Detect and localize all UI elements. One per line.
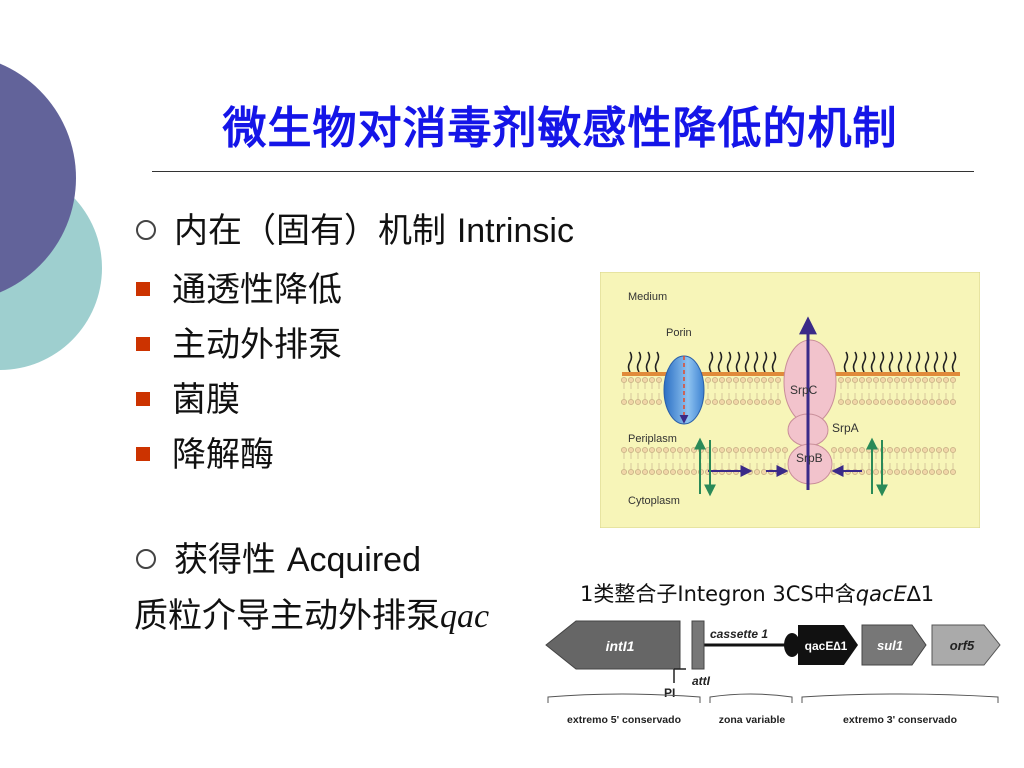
region-left-label: extremo 5' conservado (567, 714, 681, 726)
cassette-label: cassette 1 (710, 627, 768, 641)
intl1-gene-label: intI1 (606, 638, 635, 654)
square-bullet-icon (136, 336, 150, 351)
srpa-label: SrpA (832, 421, 859, 435)
region-right-label: extremo 3' conservado (843, 714, 957, 726)
plasmid-text: 质粒介导主动外排泵 (134, 596, 440, 636)
periplasm-label: Periplasm (628, 433, 677, 445)
integron-structure-figure: intI1 attI PI cassette 1 qacE∆1 sul1 orf… (545, 620, 1001, 726)
title-divider (152, 171, 974, 172)
square-bullet-icon (136, 391, 150, 406)
sub-item-label: 降解酶 (172, 435, 274, 475)
qac-gene: qac (440, 598, 490, 635)
square-bullet-icon (136, 446, 150, 461)
srpb-label: SrpB (796, 451, 823, 465)
intrinsic-cn: 内在（固有）机制 (174, 211, 457, 251)
acquired-item: 获得性 Acquired (136, 532, 421, 581)
intrinsic-en: Intrinsic (456, 212, 574, 250)
region-middle-label: zona variable (719, 714, 786, 726)
plasmid-item: 质粒介导主动外排泵qac (134, 588, 489, 637)
membrane-efflux-figure: Medium Porin Periplasm Cytoplasm SrpC Sr… (600, 272, 980, 528)
sub-item-degrading-enzyme: 降解酶 (136, 427, 274, 476)
sub-item-biofilm: 菌膜 (136, 372, 240, 421)
integron-caption-gene: qacE (855, 582, 907, 606)
sub-item-permeability: 通透性降低 (136, 262, 342, 311)
integron-caption-delta: ∆1 (906, 582, 935, 606)
pi-label: PI (664, 686, 675, 700)
acquired-cn: 获得性 (174, 540, 287, 580)
qace-gene-label: qacE∆1 (805, 639, 848, 653)
acquired-en: Acquired (286, 541, 422, 579)
integron-caption-b: Integron 3CS中含 (677, 582, 856, 606)
srpc-label: SrpC (790, 383, 818, 397)
sub-item-efflux-pump: 主动外排泵 (136, 317, 342, 366)
integron-caption-a: 1类整合子 (580, 582, 678, 606)
intrinsic-item: 内在（固有）机制 Intrinsic (136, 203, 574, 252)
orf5-gene-label: orf5 (950, 638, 975, 653)
page-title: 微生物对消毒剂敏感性降低的机制 (222, 103, 898, 154)
cytoplasm-label: Cytoplasm (628, 495, 680, 507)
medium-label: Medium (628, 291, 667, 303)
hollow-circle-bullet-icon (136, 548, 156, 569)
porin-label: Porin (666, 327, 692, 339)
sub-item-label: 菌膜 (172, 380, 240, 420)
decorative-circles (0, 63, 102, 370)
attl-label: attI (692, 674, 711, 688)
square-bullet-icon (136, 281, 150, 296)
integron-caption: 1类整合子Integron 3CS中含qacE∆1 (580, 578, 934, 608)
sub-item-label: 主动外排泵 (172, 325, 342, 365)
sul1-gene-label: sul1 (877, 638, 903, 653)
sub-item-label: 通透性降低 (172, 270, 342, 310)
hollow-circle-bullet-icon (136, 219, 156, 240)
